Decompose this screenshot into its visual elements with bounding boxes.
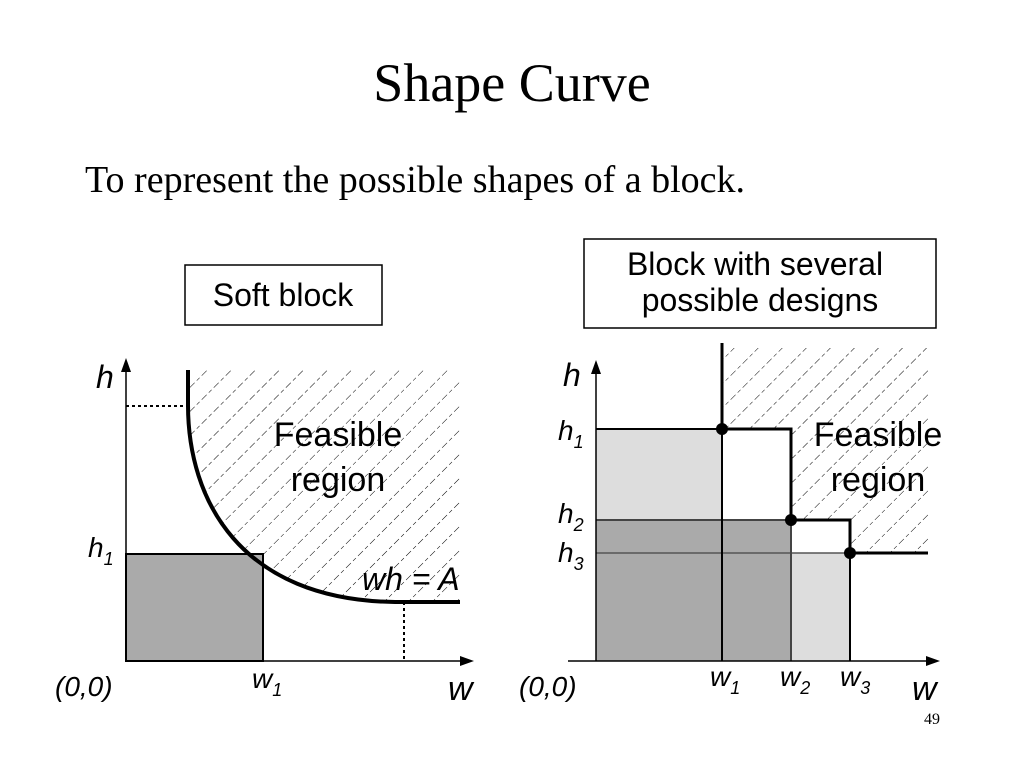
left-y-axis-label: h <box>96 359 114 395</box>
several-designs-label-line1: Block with several <box>627 246 883 282</box>
left-x-arrowhead <box>460 656 474 666</box>
soft-block-label-box <box>184 264 383 326</box>
left-h1-label: h1 <box>88 532 114 569</box>
left-w1-label: w1 <box>252 663 282 700</box>
right-y-axis-label: h <box>563 357 581 393</box>
right-feasible-label-line1: Feasible <box>814 416 943 454</box>
right-x-axis-label: w <box>912 670 939 708</box>
right-w1-label: w1 <box>710 661 740 698</box>
right-y-arrowhead <box>591 360 601 374</box>
right-w2-label: w2 <box>780 661 810 698</box>
several-designs-label-box <box>583 238 937 329</box>
several-designs-label-line2: possible designs <box>642 282 879 318</box>
slide-subtitle: To represent the possible shapes of a bl… <box>85 159 746 201</box>
right-h2-label: h2 <box>558 498 584 535</box>
right-design-point-2 <box>785 514 797 526</box>
right-feasible-hatch <box>722 348 928 553</box>
soft-block-label: Soft block <box>213 277 355 313</box>
slide-title: Shape Curve <box>373 53 651 113</box>
left-feasible-hatch <box>188 370 460 602</box>
right-h1-label: h1 <box>558 415 584 452</box>
left-diagram: Soft block h w (0,0) h1 w1 Feasible regi… <box>55 264 475 708</box>
right-x-arrowhead <box>926 656 940 666</box>
left-origin-label: (0,0) <box>55 671 113 702</box>
right-design-point-3 <box>844 547 856 559</box>
right-design-point-1 <box>716 423 728 435</box>
page-number: 49 <box>924 711 940 728</box>
left-equation-label: wh = A <box>362 561 460 597</box>
left-feasible-label-line2: region <box>291 461 386 499</box>
left-shape-curve <box>186 370 460 604</box>
left-feasible-label-line1: Feasible <box>274 416 403 454</box>
left-soft-block-rect <box>125 553 264 662</box>
right-diagram: Block with several possible designs h w … <box>519 238 943 708</box>
right-feasible-label-line2: region <box>831 461 926 499</box>
left-x-axis-label: w <box>448 670 475 708</box>
left-y-arrowhead <box>121 358 131 372</box>
right-design-overlap <box>596 553 722 661</box>
right-h3-label: h3 <box>558 537 584 574</box>
right-origin-label: (0,0) <box>519 671 577 702</box>
right-w3-label: w3 <box>840 661 870 698</box>
